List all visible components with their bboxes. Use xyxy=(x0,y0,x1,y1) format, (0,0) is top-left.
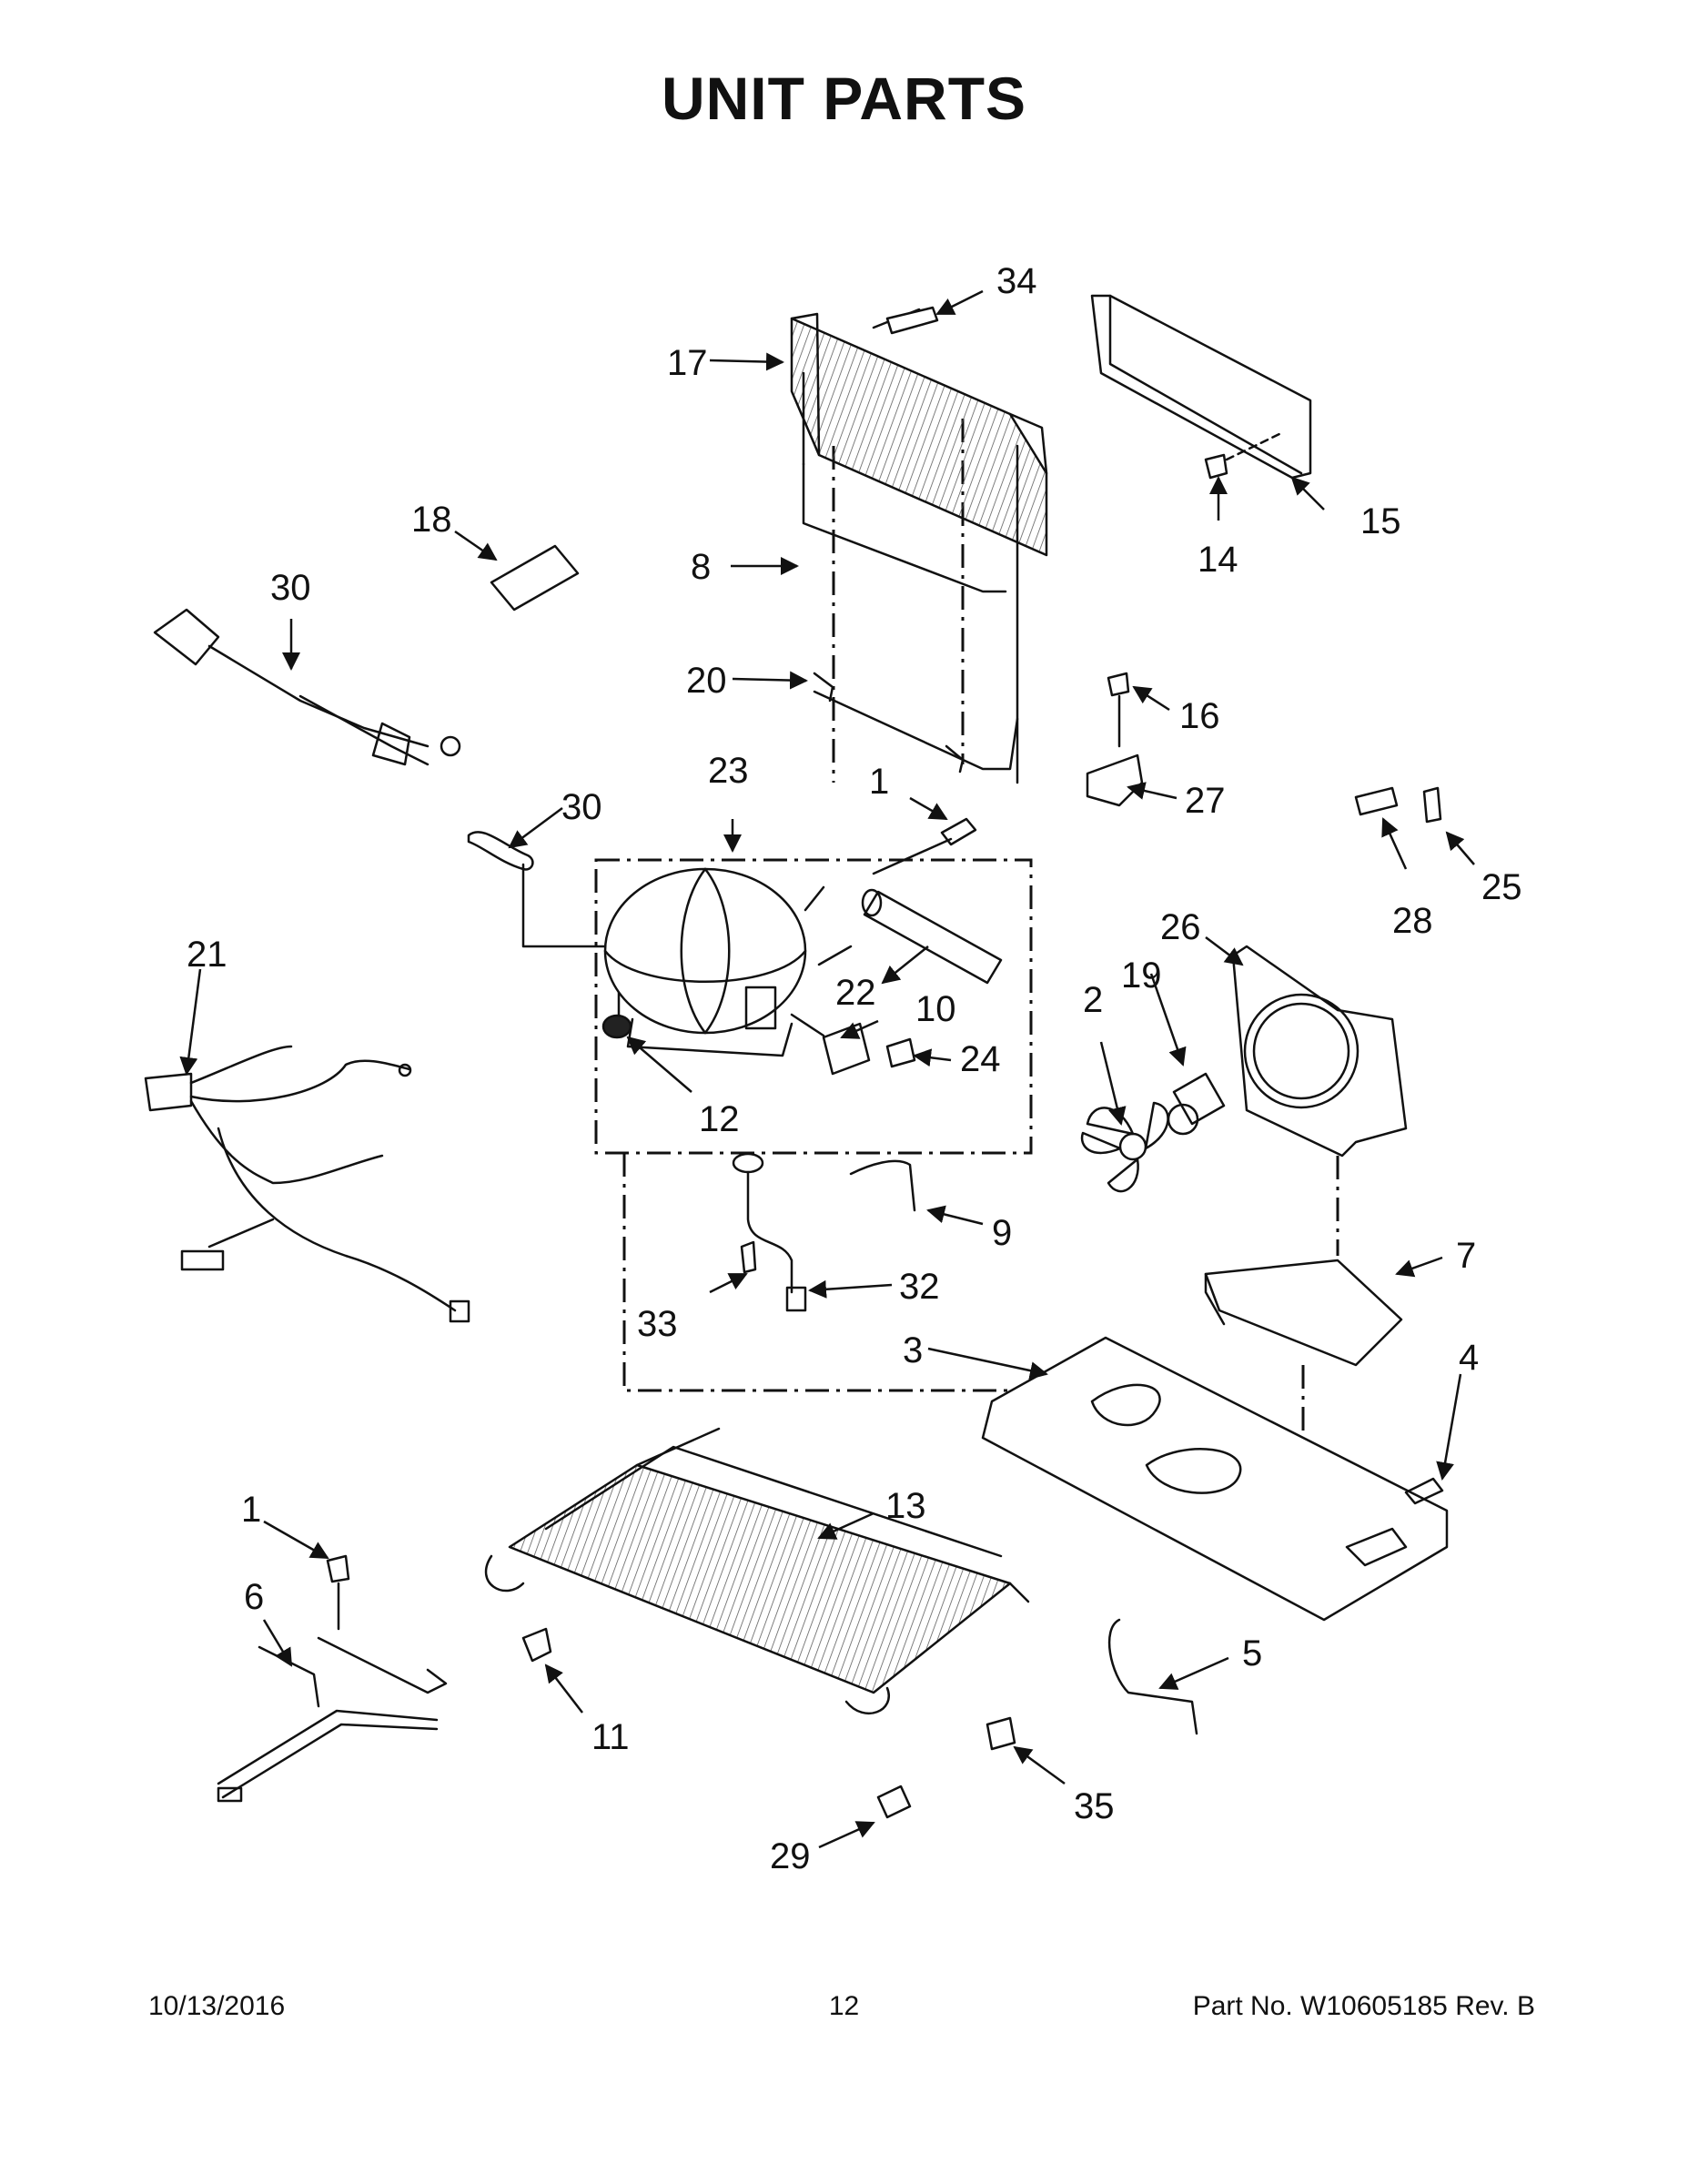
callout-3: 3 xyxy=(903,1330,923,1370)
callout-5: 5 xyxy=(1242,1633,1262,1673)
callout-22: 22 xyxy=(835,973,876,1013)
callout-1-lower: 1 xyxy=(241,1490,261,1530)
part-4-drawing xyxy=(1404,1477,1444,1505)
callout-10: 10 xyxy=(915,989,956,1029)
part-8-20-wire-frame xyxy=(802,371,1019,784)
page-title: UNIT PARTS xyxy=(661,65,1027,132)
part-3-base-plate-drawing xyxy=(981,1336,1449,1622)
part-1-lower-drawing xyxy=(326,1554,350,1583)
part-32-33-drawing xyxy=(732,1152,807,1312)
callout-16: 16 xyxy=(1179,696,1220,736)
callout-6: 6 xyxy=(244,1577,264,1617)
callout-32: 32 xyxy=(899,1267,940,1307)
part-19-motor-drawing xyxy=(1167,1072,1226,1136)
callout-20: 20 xyxy=(686,661,727,701)
callout-2: 2 xyxy=(1083,980,1103,1020)
part-26-shroud-drawing xyxy=(1231,945,1408,1158)
callout-33: 33 xyxy=(637,1304,678,1344)
callout-17: 17 xyxy=(667,343,708,383)
callout-31: 30 xyxy=(561,787,602,827)
part-9-drawing xyxy=(849,1159,916,1212)
part-6-harness-drawing xyxy=(217,1636,448,1803)
callout-35: 35 xyxy=(1074,1786,1115,1826)
part-13-coil-drawing xyxy=(484,1427,1030,1714)
callout-1-upper: 1 xyxy=(869,762,889,802)
callout-24: 24 xyxy=(960,1039,1001,1079)
callout-12: 12 xyxy=(699,1099,740,1139)
part-22-drier-drawing xyxy=(861,888,1003,985)
part-29-drawing xyxy=(876,1785,912,1819)
part-35-drawing xyxy=(986,1716,1016,1751)
callout-9: 9 xyxy=(992,1213,1012,1253)
part-34-drawing xyxy=(885,306,939,335)
part-2-fan-blade-drawing xyxy=(1080,1101,1169,1193)
callout-30: 30 xyxy=(270,568,311,608)
callout-7: 7 xyxy=(1456,1236,1476,1276)
part-17-condenser-drawing xyxy=(790,308,1048,557)
part-23-compressor-drawing xyxy=(603,867,853,1057)
part-28-25-drawing xyxy=(1354,786,1442,824)
callout-25: 25 xyxy=(1481,867,1522,907)
callout-13: 13 xyxy=(885,1486,926,1526)
callout-19: 19 xyxy=(1121,956,1162,996)
part-30-power-cord-drawing xyxy=(153,608,461,766)
callout-34: 34 xyxy=(996,261,1037,301)
callout-labels: 34 17 15 14 18 30 8 20 16 27 23 1 30 25 … xyxy=(187,261,1522,1876)
callout-4: 4 xyxy=(1459,1338,1479,1378)
part-12-drawing xyxy=(601,1014,632,1039)
part-11-drawing xyxy=(521,1627,552,1663)
footer-date: 10/13/2016 xyxy=(148,1991,286,2021)
part-10-24-drawing xyxy=(790,1013,916,1076)
callout-23: 23 xyxy=(708,751,749,791)
callout-18: 18 xyxy=(411,500,452,540)
callout-8: 8 xyxy=(691,547,711,587)
callout-21: 21 xyxy=(187,935,227,975)
part-18-drawing xyxy=(490,544,580,612)
footer-page-number: 12 xyxy=(828,1991,860,2021)
footer-part-number: Part No. W10605185 Rev. B xyxy=(1192,1991,1535,2021)
part-14-drawing xyxy=(1204,453,1228,480)
callout-26: 26 xyxy=(1160,907,1201,947)
part-16-27-drawing xyxy=(1086,672,1144,807)
callout-29: 29 xyxy=(770,1836,811,1876)
callout-28: 28 xyxy=(1392,901,1433,941)
part-7-drawing xyxy=(1204,1259,1403,1367)
part-15-cover-drawing xyxy=(1090,294,1312,480)
part-5-drawing xyxy=(1107,1618,1198,1735)
callout-14: 14 xyxy=(1198,540,1238,580)
part-21-wire-harness-drawing xyxy=(144,1045,470,1323)
callout-11: 11 xyxy=(591,1717,630,1757)
callout-15: 15 xyxy=(1360,501,1401,541)
callout-27: 27 xyxy=(1185,781,1226,821)
leader-arrows xyxy=(179,289,1475,1849)
